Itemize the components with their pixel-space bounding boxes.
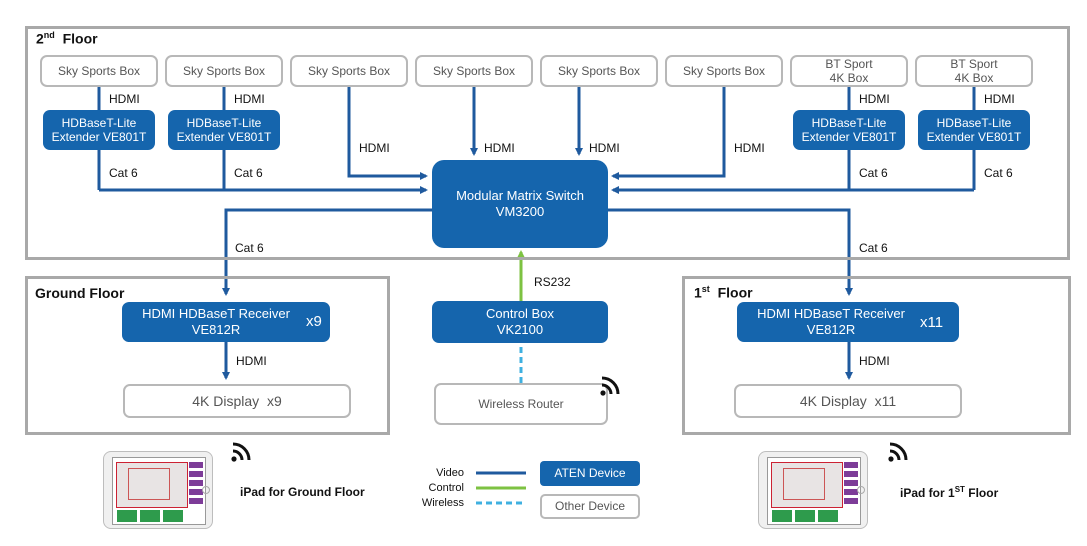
ipad-ui-button bbox=[163, 510, 183, 522]
label-hdmi-sky4: HDMI bbox=[484, 141, 515, 155]
source-box-sky-3: Sky Sports Box bbox=[290, 55, 408, 87]
ipad-ui-button bbox=[189, 489, 203, 495]
ipad-ui-button bbox=[795, 510, 815, 522]
source-box-bt-2: BT Sport 4K Box bbox=[915, 55, 1033, 87]
ipad-home-button bbox=[857, 486, 865, 494]
ipad-ui-button bbox=[844, 462, 858, 468]
label-hdmi-ground-display: HDMI bbox=[236, 354, 267, 368]
ground-receiver-count: x9 bbox=[306, 313, 322, 330]
ipad-ui-button bbox=[117, 510, 137, 522]
label-hdmi-first-display: HDMI bbox=[859, 354, 890, 368]
ipad-first-caption: iPad for 1ST Floor bbox=[900, 485, 999, 500]
second-floor-area bbox=[25, 26, 1070, 260]
first-receiver-count: x11 bbox=[920, 314, 944, 331]
first-floor-title: 1st Floor bbox=[694, 284, 753, 301]
ipad-ui-button bbox=[189, 471, 203, 477]
label-hdmi-sky5: HDMI bbox=[589, 141, 620, 155]
ipad-ui-button bbox=[844, 471, 858, 477]
ipad-ui-button bbox=[818, 510, 838, 522]
wifi-icon bbox=[231, 442, 251, 462]
link-matrix-ground-receiver bbox=[222, 208, 432, 296]
extender-ve801t-3: HDBaseT-Lite Extender VE801T bbox=[793, 110, 905, 150]
floor-map-room bbox=[128, 468, 170, 500]
first-floor-area bbox=[682, 276, 1071, 435]
label-rs232: RS232 bbox=[534, 275, 571, 289]
label-cat6-first: Cat 6 bbox=[859, 241, 888, 255]
ipad-icon bbox=[103, 451, 213, 529]
extender-ve801t-2: HDBaseT-Lite Extender VE801T bbox=[168, 110, 280, 150]
ipad-ui-button bbox=[189, 462, 203, 468]
ipad-ui-button bbox=[189, 480, 203, 486]
legend-control-label: Control bbox=[428, 482, 464, 494]
legend-wireless-label: Wireless bbox=[421, 497, 464, 509]
label-cat6-ext4: Cat 6 bbox=[984, 166, 1013, 180]
label-hdmi-ext1: HDMI bbox=[109, 92, 140, 106]
label-cat6-ext2: Cat 6 bbox=[234, 166, 263, 180]
ipad-ui-button bbox=[844, 498, 858, 504]
ipad-screen bbox=[112, 457, 206, 525]
ground-floor-title: Ground Floor bbox=[35, 285, 125, 301]
ground-floor-area bbox=[25, 276, 390, 435]
extender-ve801t-4: HDBaseT-Lite Extender VE801T bbox=[918, 110, 1030, 150]
ipad-ui-button bbox=[844, 480, 858, 486]
label-cat6-ext1: Cat 6 bbox=[109, 166, 138, 180]
ground-display-4k: 4K Display x9 bbox=[123, 384, 351, 418]
extender-ve801t-1: HDBaseT-Lite Extender VE801T bbox=[43, 110, 155, 150]
legend-video-label: Video bbox=[436, 467, 464, 479]
ipad-ui-button bbox=[140, 510, 160, 522]
label-cat6-ground: Cat 6 bbox=[235, 241, 264, 255]
ipad-ui-button bbox=[772, 510, 792, 522]
legend-other-device: Other Device bbox=[540, 494, 640, 519]
ground-receiver-ve812r: HDMI HDBaseT Receiver VE812R bbox=[122, 302, 330, 342]
control-box-vk2100: Control Box VK2100 bbox=[432, 301, 608, 343]
wireless-router: Wireless Router bbox=[434, 383, 608, 425]
ipad-ui-button bbox=[844, 489, 858, 495]
ipad-icon bbox=[758, 451, 868, 529]
label-hdmi-ext3: HDMI bbox=[859, 92, 890, 106]
source-box-sky-6: Sky Sports Box bbox=[665, 55, 783, 87]
label-hdmi-sky6: HDMI bbox=[734, 141, 765, 155]
ipad-screen bbox=[767, 457, 861, 525]
source-box-sky-1: Sky Sports Box bbox=[40, 55, 158, 87]
link-source6-matrix bbox=[611, 87, 726, 180]
source-box-sky-4: Sky Sports Box bbox=[415, 55, 533, 87]
first-display-4k: 4K Display x11 bbox=[734, 384, 962, 418]
legend-aten-device: ATEN Device bbox=[540, 461, 640, 486]
label-hdmi-ext2: HDMI bbox=[234, 92, 265, 106]
first-receiver-ve812r: HDMI HDBaseT Receiver VE812R bbox=[737, 302, 959, 342]
second-floor-title: 2nd Floor bbox=[36, 30, 98, 47]
matrix-switch-vm3200: Modular Matrix Switch VM3200 bbox=[432, 160, 608, 248]
link-matrix-first-receiver bbox=[608, 208, 853, 296]
floor-map-room bbox=[783, 468, 825, 500]
source-box-sky-2: Sky Sports Box bbox=[165, 55, 283, 87]
label-cat6-ext3: Cat 6 bbox=[859, 166, 888, 180]
ipad-home-button bbox=[202, 486, 210, 494]
wifi-icon bbox=[888, 442, 908, 462]
wifi-icon bbox=[600, 376, 620, 396]
source-box-sky-5: Sky Sports Box bbox=[540, 55, 658, 87]
source-box-bt-1: BT Sport 4K Box bbox=[790, 55, 908, 87]
ipad-ui-button bbox=[189, 498, 203, 504]
link-source3-matrix bbox=[347, 87, 428, 180]
label-hdmi-ext4: HDMI bbox=[984, 92, 1015, 106]
ipad-ground-caption: iPad for Ground Floor bbox=[240, 485, 365, 499]
label-hdmi-sky3: HDMI bbox=[359, 141, 390, 155]
